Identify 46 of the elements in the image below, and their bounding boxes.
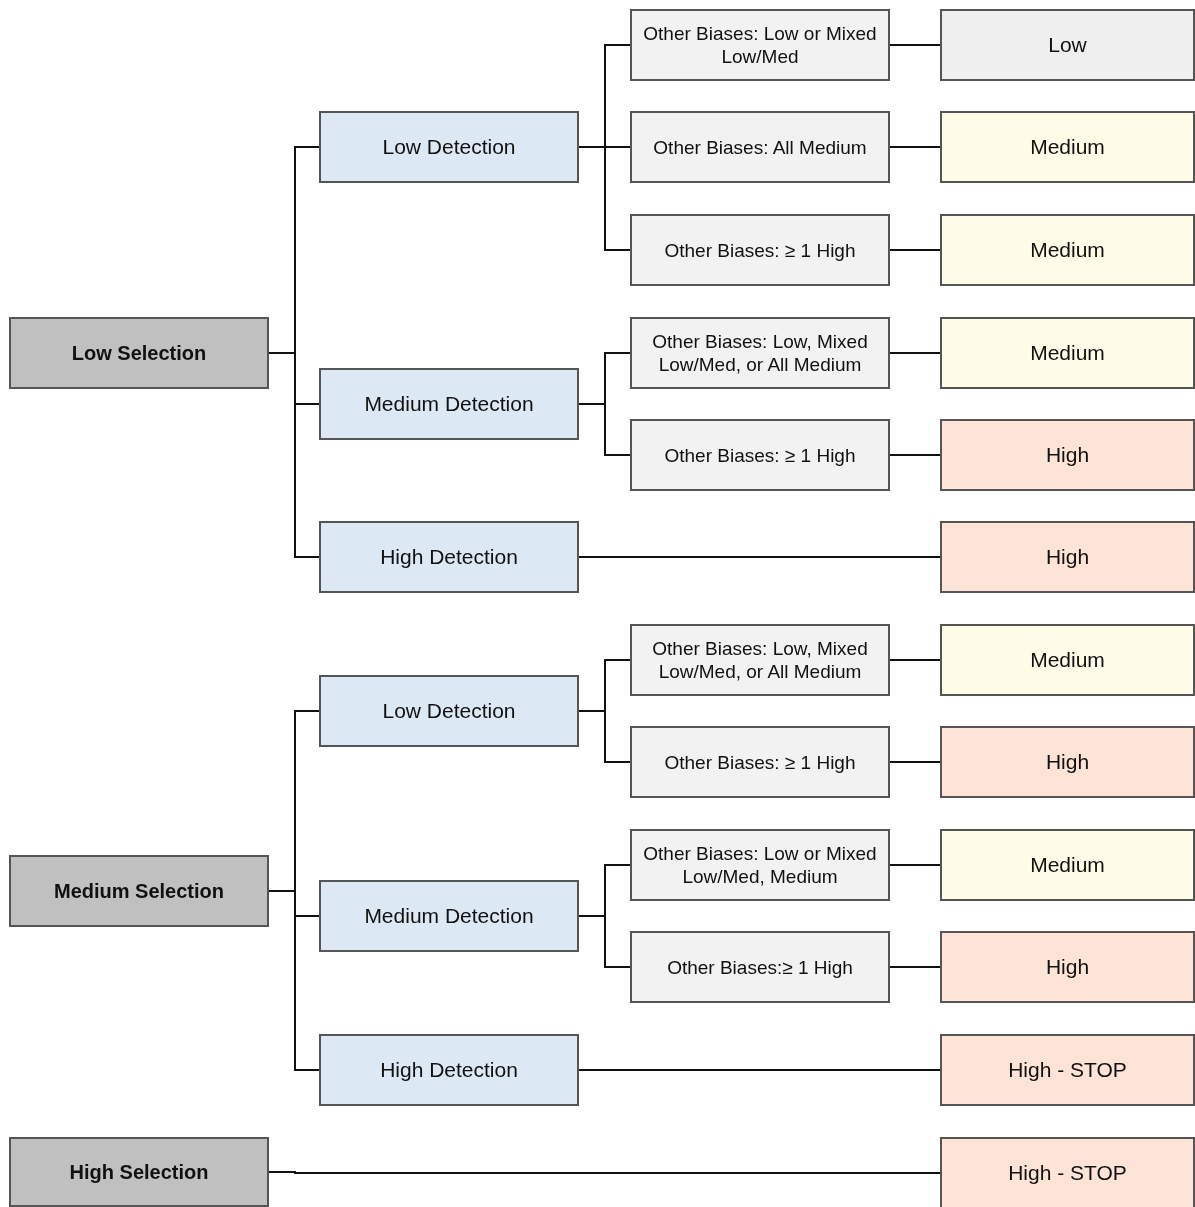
- bias-condition-box: Other Biases: ≥ 1 High: [630, 214, 890, 286]
- connector-line: [268, 1171, 941, 1174]
- connector-line: [889, 761, 941, 763]
- result-box: Medium: [940, 111, 1195, 183]
- detection-box: High Detection: [319, 521, 579, 593]
- connector-line: [889, 864, 941, 866]
- bias-condition-box: Other Biases: Low or Mixed Low/Med, Medium: [630, 829, 890, 901]
- bias-condition-box: Other Biases: Low, Mixed Low/Med, or All Medium: [630, 624, 890, 696]
- connector-line: [578, 556, 941, 558]
- result-box: Medium: [940, 829, 1195, 901]
- connector-line: [578, 146, 631, 251]
- bias-condition-box: Other Biases: All Medium: [630, 111, 890, 183]
- detection-box: Low Detection: [319, 111, 579, 183]
- detection-box: High Detection: [319, 1034, 579, 1106]
- connector-line: [578, 710, 631, 763]
- selection-box: High Selection: [9, 1137, 269, 1207]
- result-box: High: [940, 521, 1195, 593]
- connector-line: [889, 454, 941, 456]
- result-box: High: [940, 726, 1195, 798]
- connector-line: [889, 44, 941, 46]
- selection-box: Medium Selection: [9, 855, 269, 927]
- selection-box: Low Selection: [9, 317, 269, 389]
- connector-line: [889, 249, 941, 251]
- detection-box: Medium Detection: [319, 880, 579, 952]
- connector-line: [578, 1069, 941, 1071]
- bias-condition-box: Other Biases: Low or Mixed Low/Med: [630, 9, 890, 81]
- result-box: High - STOP: [940, 1034, 1195, 1106]
- connector-line: [889, 146, 941, 148]
- result-box: High: [940, 931, 1195, 1003]
- connector-line: [578, 915, 631, 968]
- result-box: High: [940, 419, 1195, 491]
- connector-line: [889, 352, 941, 354]
- detection-box: Low Detection: [319, 675, 579, 747]
- bias-condition-box: Other Biases: Low, Mixed Low/Med, or All Medium: [630, 317, 890, 389]
- bias-condition-box: Other Biases: ≥ 1 High: [630, 726, 890, 798]
- connector-line: [889, 659, 941, 661]
- result-box: High - STOP: [940, 1137, 1195, 1207]
- bias-condition-box: Other Biases:≥ 1 High: [630, 931, 890, 1003]
- result-box: Medium: [940, 214, 1195, 286]
- result-box: Medium: [940, 624, 1195, 696]
- detection-box: Medium Detection: [319, 368, 579, 440]
- bias-condition-box: Other Biases: ≥ 1 High: [630, 419, 890, 491]
- connector-line: [578, 403, 631, 456]
- connector-line: [889, 966, 941, 968]
- result-box: Medium: [940, 317, 1195, 389]
- result-box: Low: [940, 9, 1195, 81]
